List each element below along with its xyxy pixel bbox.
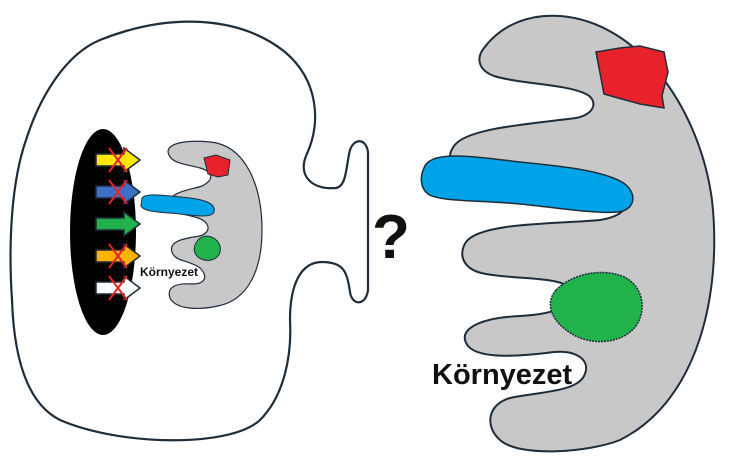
environment-label-large: Környezet bbox=[432, 359, 573, 391]
small-red-region bbox=[204, 155, 230, 177]
environment-label-small: Környezet bbox=[140, 265, 198, 279]
question-mark: ? bbox=[372, 203, 410, 272]
small-green-region bbox=[194, 236, 220, 260]
